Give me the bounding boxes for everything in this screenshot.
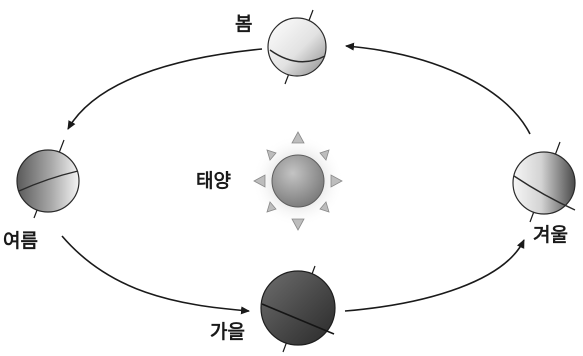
label-spring: 봄 [235, 15, 252, 34]
sun [252, 132, 344, 230]
label-sun: 태양 [196, 172, 231, 191]
sun-body [272, 155, 324, 207]
earth-autumn [261, 266, 335, 352]
orbit-arrow-autumn-to-winter [345, 240, 524, 311]
earth-spring [268, 10, 326, 84]
orbit-arrow-winter-to-spring [346, 46, 530, 134]
label-summer: 여름 [3, 232, 38, 251]
orbit-arrow-summer-to-autumn [62, 236, 249, 311]
label-autumn: 가을 [210, 323, 245, 342]
orbit-arrow-spring-to-summer [68, 49, 262, 129]
label-winter: 겨울 [533, 226, 568, 245]
earth-summer [17, 140, 79, 218]
earth-winter [513, 142, 575, 222]
